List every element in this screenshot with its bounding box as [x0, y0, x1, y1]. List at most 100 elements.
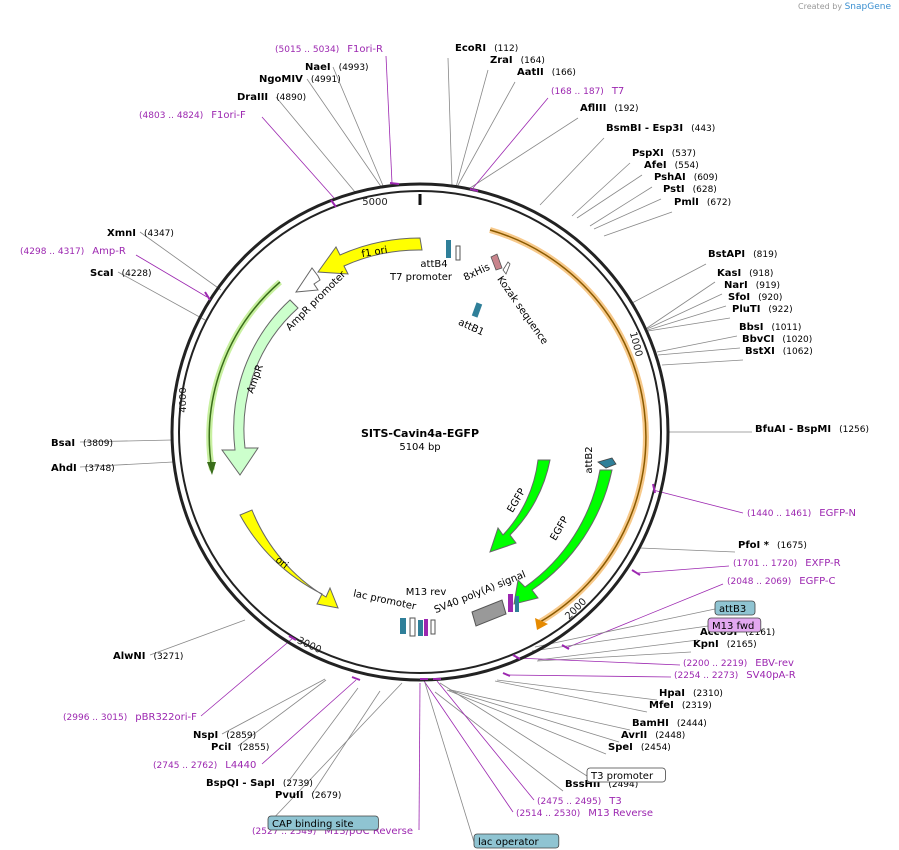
site-leader-line — [603, 211, 673, 237]
orf-arc — [489, 229, 647, 623]
site-leader-line — [646, 293, 723, 330]
site-leader-line — [539, 137, 605, 206]
m13fwd-marker — [508, 594, 513, 612]
site-leader-line — [656, 335, 738, 353]
feature-label: EGFP — [549, 515, 571, 543]
primer-position: (1440 .. 1461) — [747, 509, 811, 519]
primer-position: (1701 .. 1720) — [733, 559, 797, 569]
primer-name: T3 — [608, 796, 621, 807]
site-position: (2444) — [677, 719, 707, 729]
box-leader-line — [531, 625, 709, 652]
restriction-site-label: PstI(628) — [663, 184, 717, 195]
site-position: (3809) — [83, 439, 113, 449]
feature-box-label: lac operator — [478, 837, 539, 848]
kozak-marker — [502, 261, 511, 275]
feature-box-label: CAP binding site — [272, 819, 354, 830]
site-position: (919) — [756, 281, 780, 291]
snapgene-credit: Created by SnapGene — [798, 2, 891, 12]
site-position: (2310) — [693, 689, 723, 699]
site-leader-line — [455, 69, 489, 188]
restriction-site-label: HpaI (2310) — [659, 688, 723, 699]
restriction-site-label: NarI (919) — [724, 280, 780, 291]
site-name: AhdI — [51, 463, 77, 474]
site-name: NaeI — [305, 62, 331, 73]
site-position: (819) — [753, 250, 777, 260]
restriction-site-label: BamHI (2444) — [632, 718, 707, 729]
primer-label: (4298 .. 4317)Amp-R — [20, 246, 126, 257]
ampr-arrow — [221, 299, 299, 476]
site-name: BbvCI — [742, 334, 774, 345]
labels: EcoRI(112)ZraI(164)AatII(166)AflIII(192)… — [20, 43, 869, 849]
site-name: HpaI — [659, 688, 685, 699]
site-position: (3271) — [154, 652, 184, 662]
credit-prefix: Created by — [798, 2, 843, 11]
scale-tick-label: 5000 — [362, 197, 387, 208]
site-leader-line — [434, 691, 564, 792]
site-name: NspI — [193, 730, 218, 741]
site-position: (2494) — [608, 780, 638, 790]
ampr-orf-arrow — [207, 462, 216, 475]
primer-name: EXFP-R — [805, 558, 840, 569]
attb1-marker — [471, 302, 483, 318]
site-leader-line — [576, 174, 643, 219]
primer-label: (2048 .. 2069)EGFP-C — [727, 576, 836, 587]
site-position: (4347) — [144, 229, 174, 239]
site-position: (920) — [758, 293, 782, 303]
primer-leader-line — [261, 679, 357, 765]
site-position: (918) — [749, 269, 773, 279]
restriction-site-label: XmnI (4347) — [107, 228, 174, 239]
primer-leader-line — [505, 674, 672, 678]
site-leader-line — [657, 347, 741, 356]
site-leader-line — [448, 689, 620, 743]
orf-arrow-head — [535, 618, 548, 630]
feature-label: T7 promoter — [389, 272, 453, 283]
site-position: (1011) — [771, 323, 801, 333]
ampr-promoter-arrow — [295, 267, 321, 293]
site-name: PstI — [663, 184, 685, 195]
primer-leader-line — [472, 97, 549, 189]
feature-label: f1 ori — [361, 245, 389, 260]
restriction-site-label: AatII(166) — [517, 67, 576, 78]
site-position: (2319) — [682, 701, 712, 711]
site-leader-line — [537, 639, 699, 661]
primer-label: (5015 .. 5034)F1ori-R — [275, 44, 383, 55]
site-name: SpeI — [608, 742, 633, 753]
site-leader-line — [646, 281, 716, 329]
m13rev-marker — [424, 619, 428, 636]
site-position: (112) — [494, 44, 518, 54]
primer-leader-line — [436, 680, 535, 801]
restriction-site-label: ZraI(164) — [490, 55, 545, 66]
site-position: (1062) — [783, 347, 813, 357]
his-tag-marker — [490, 253, 503, 271]
site-position: (2161) — [745, 628, 775, 638]
primer-label: (1701 .. 1720) EXFP-R — [733, 558, 841, 569]
site-name: AflIII — [580, 103, 606, 114]
feature-box — [267, 815, 379, 831]
restriction-site-label: BspQI - SapI(2739) — [206, 778, 313, 789]
egfp-arrow-inner — [489, 459, 551, 553]
primer-position: (2745 .. 2762) — [153, 761, 217, 771]
restriction-site-label: PluTI(922) — [732, 304, 793, 315]
site-name: PciI — [211, 742, 231, 753]
site-position: (4991) — [311, 75, 341, 85]
site-leader-line — [117, 271, 206, 321]
restriction-site-label: NgoMIV(4991) — [259, 74, 341, 85]
restriction-site-label: ScaI(4228) — [90, 268, 152, 279]
restriction-site-label: EcoRI(112) — [455, 43, 518, 54]
restriction-site-label: PfoI *(1675) — [738, 540, 807, 551]
site-position: (1020) — [782, 335, 812, 345]
site-leader-line — [79, 461, 174, 468]
site-position: (2739) — [283, 779, 313, 789]
site-name: NarI — [724, 280, 748, 291]
site-leader-line — [450, 689, 631, 731]
site-position: (2448) — [655, 731, 685, 741]
site-name: PshAI — [654, 172, 686, 183]
site-position: (1256) — [839, 425, 869, 435]
site-leader-line — [332, 66, 385, 189]
site-position: (2165) — [727, 640, 757, 650]
primer-name: Amp-R — [92, 246, 126, 257]
restriction-site-label: AlwNI(3271) — [113, 651, 183, 662]
site-name: BamHI — [632, 718, 669, 729]
site-leader-line — [237, 679, 327, 747]
site-name: XmnI — [107, 228, 136, 239]
